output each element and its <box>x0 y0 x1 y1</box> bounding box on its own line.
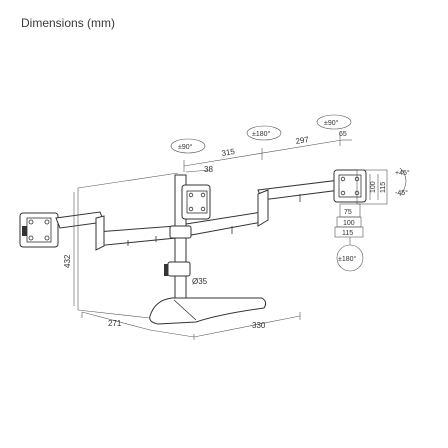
dim-arm-span-2: 297 <box>295 135 310 146</box>
right-arm <box>185 179 341 237</box>
top-dimension-line <box>183 134 352 173</box>
dim-base-depth: 271 <box>108 319 122 328</box>
dim-pole-offset: 38 <box>204 165 213 174</box>
left-extent-lines <box>73 172 179 319</box>
tilt-up-label: +45° <box>395 169 410 177</box>
page-title: Dimensions (mm) <box>21 16 116 30</box>
rotation-bottom-label: ±180° <box>338 255 357 263</box>
dim-plate-v-115: 115 <box>380 182 387 193</box>
left-vesa-plate <box>19 212 59 248</box>
dim-vesa-75: 75 <box>344 209 352 216</box>
dim-pole-diameter: Ø35 <box>192 277 208 286</box>
rotation-center-label: ±180° <box>252 130 271 138</box>
left-arm <box>55 211 177 251</box>
dim-base-width: 330 <box>252 321 266 330</box>
tilt-down-label: -45° <box>395 189 408 197</box>
base-dimension-lines <box>81 311 301 340</box>
dim-plate-v-100: 100 <box>370 181 377 193</box>
right-vesa-plate <box>333 169 367 203</box>
dim-end-offset: 65 <box>339 131 347 138</box>
rotation-left-label: ±90° <box>178 143 193 151</box>
base <box>149 297 267 325</box>
tilt-indicator <box>399 167 407 197</box>
rotation-markers <box>170 114 364 272</box>
vesa-dimension-boxes <box>334 169 388 238</box>
dim-height: 432 <box>63 254 72 268</box>
dim-arm-span-1: 315 <box>221 147 236 158</box>
dim-plate-width: 115 <box>342 230 353 237</box>
rotation-right-label: ±90° <box>324 119 339 127</box>
dim-vesa-100: 100 <box>343 220 355 227</box>
